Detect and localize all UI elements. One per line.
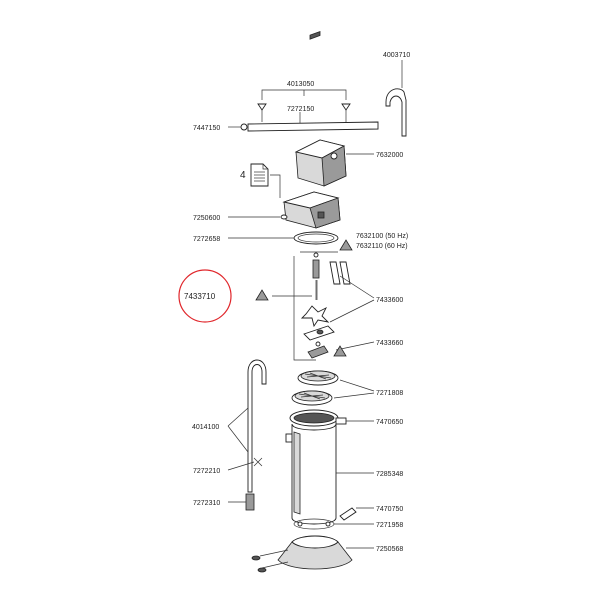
label-7470650: 7470650 xyxy=(376,419,403,426)
label-7632000: 7632000 xyxy=(376,152,403,159)
filter-baskets xyxy=(291,370,375,406)
spray-bar xyxy=(228,89,379,132)
label-7433710: 7433710 xyxy=(184,292,216,301)
outlet-pipe xyxy=(385,60,407,137)
label-7272210: 7272210 xyxy=(193,468,220,475)
label-7272658: 7272658 xyxy=(193,236,220,243)
impeller-assembly xyxy=(272,251,375,361)
highlight-circle xyxy=(178,269,232,323)
seal-ring-small xyxy=(228,214,288,220)
intake-pipe xyxy=(227,359,267,511)
label-7271808: 7271808 xyxy=(376,390,403,397)
label-7271958: 7271958 xyxy=(376,522,403,529)
label-7632110: 7632110 (60 Hz) xyxy=(356,243,408,250)
label-7285348: 7285348 xyxy=(376,471,403,478)
label-7250600: 7250600 xyxy=(193,215,220,222)
label-7447150: 7447150 xyxy=(193,125,220,132)
label-4013050: 4013050 xyxy=(287,81,314,88)
label-7470750: 7470750 xyxy=(376,506,403,513)
label-7433660: 7433660 xyxy=(376,340,403,347)
label-7250568: 7250568 xyxy=(376,546,403,553)
hose-connector xyxy=(339,507,374,521)
label-7272310: 7272310 xyxy=(193,500,220,507)
warning-icon-shaft xyxy=(255,289,269,301)
canister-seal xyxy=(293,518,374,530)
label-7632100: 7632100 (50 Hz) xyxy=(356,233,408,240)
filter-canister xyxy=(285,409,374,525)
label-4014100: 4014100 xyxy=(192,424,219,431)
warning-icon-rotor xyxy=(333,345,347,357)
label-7272150: 7272150 xyxy=(287,106,314,113)
label-7433600: 7433600 xyxy=(376,297,403,304)
motor-head xyxy=(294,30,374,187)
canister-base xyxy=(251,535,374,573)
pump-housing xyxy=(282,191,341,229)
manual-document-icon xyxy=(250,163,281,198)
label-4003710: 4003710 xyxy=(383,52,410,59)
head-gasket xyxy=(228,231,339,245)
warning-icon-impeller xyxy=(339,239,353,251)
document-number: 4 xyxy=(240,170,246,181)
